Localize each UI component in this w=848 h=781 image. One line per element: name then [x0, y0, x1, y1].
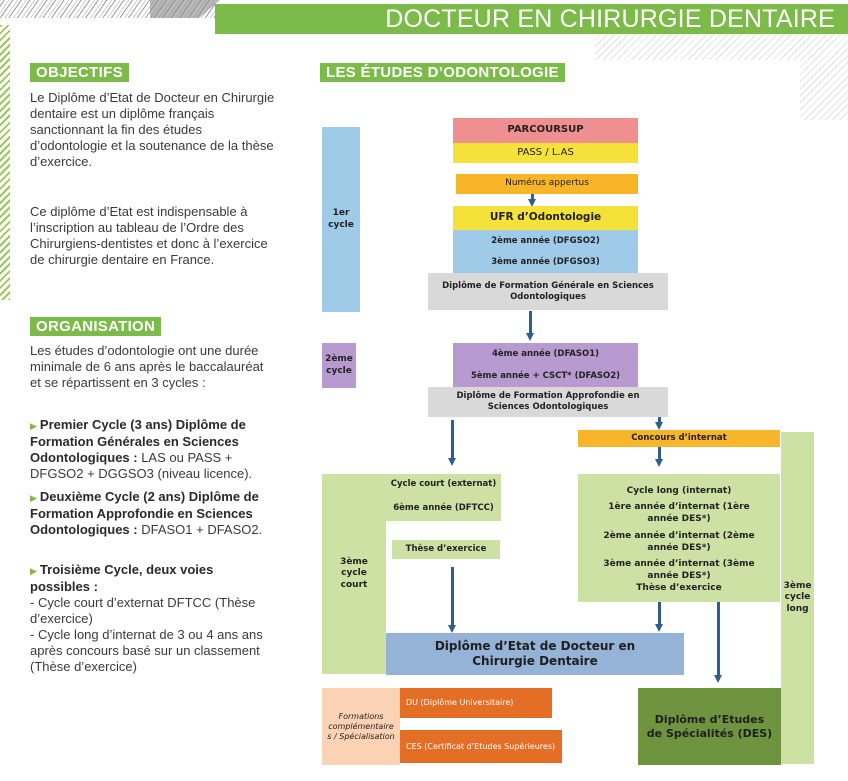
header-banner — [215, 4, 848, 34]
corner-shadow — [150, 0, 220, 18]
background-hatch-top — [595, 32, 848, 60]
final-diploma-box: Diplôme d’Etat de Docteur en Chirurgie D… — [386, 633, 684, 675]
des-diploma-box: Diplôme d’Etudes de Spécialités (DES) — [638, 688, 781, 765]
cycle1-description: ▶Premier Cycle (3 ans) Diplôme de Format… — [30, 417, 275, 482]
du-box: DU (Diplôme Universitaire) — [400, 688, 552, 718]
objectifs-heading: OBJECTIFS — [30, 63, 129, 82]
organisation-heading: ORGANISATION — [30, 317, 162, 336]
ufr-box: UFR d’Odontologie — [453, 206, 638, 230]
cycle1-text: LAS ou PASS + DFGSO2 + DGGSO3 (niveau li… — [30, 450, 253, 481]
cycle3-court-line: - Cycle court d’externat DFTCC (Thèse d’… — [30, 595, 256, 626]
cycle-long-panel — [578, 474, 780, 602]
cycle3-description: ▶Troisième Cycle, deux voies possibles :… — [30, 562, 275, 675]
numerus-box: Numérus appertus — [456, 174, 638, 194]
cycle1-title: Premier Cycle (3 ans) Diplôme de Formati… — [30, 417, 246, 465]
des2-item: 2ème année d’internat (2ème année DES*) — [603, 530, 755, 553]
cycle3-court-label: 3ème cycle court — [322, 474, 386, 674]
side-stripe — [0, 25, 10, 300]
cycle2-title: Deuxième Cycle (2 ans) Diplôme de Format… — [30, 489, 259, 537]
cycle-long-title: Cycle long (internat) — [626, 485, 732, 496]
dfaso2-box: 5ème année + CSCT* (DFASO2) — [453, 365, 638, 387]
dfgso-diploma-box: Diplôme de Formation Générale en Science… — [428, 273, 668, 310]
cycle3-title: Troisième Cycle, deux voies possibles : — [30, 562, 214, 594]
these-long-item: Thèse d’exercice — [636, 582, 722, 593]
cycle2-label: 2ème cycle — [322, 343, 356, 388]
objectifs-paragraph-1: Le Diplôme d’Etat de Docteur en Chirurgi… — [30, 90, 275, 169]
bullet-triangle-icon: ▶ — [30, 493, 37, 503]
pass-las-box: PASS / L.AS — [453, 143, 638, 163]
etudes-heading: LES ÉTUDES D’ODONTOLOGIE — [320, 63, 565, 82]
page-title: DOCTEUR EN CHIRURGIE DENTAIRE — [385, 5, 835, 33]
dfgso2-box: 2ème année (DFGSO2) — [453, 230, 638, 252]
concours-box: Concours d’internat — [578, 430, 780, 447]
cycle3-long-line: - Cycle long d’internat de 3 ou 4 ans an… — [30, 627, 263, 674]
parcoursup-box: PARCOURSUP — [453, 118, 638, 143]
these-court-box: Thèse d’exercice — [392, 540, 500, 559]
dfaso1-box: 4ème année (DFASO1) — [453, 343, 638, 365]
dfgso3-box: 3ème année (DFGSO3) — [453, 252, 638, 273]
organisation-paragraph: Les études d’odontologie ont une durée m… — [30, 343, 264, 390]
dftcc-box: 6ème année (DFTCC) — [386, 495, 501, 521]
ces-box: CES (Certificat d’Etudes Supérieures) — [400, 730, 562, 763]
cycle-court-box: Cycle court (externat) — [386, 474, 501, 495]
cycle3-long-label: 3ème cycle long — [781, 432, 814, 764]
bullet-triangle-icon: ▶ — [30, 421, 37, 431]
cycle1-label: 1er cycle — [322, 127, 360, 312]
formations-box: Formations complémentaire s / Spécialisa… — [322, 688, 400, 765]
cycle-long-stack: Cycle long (internat) 1ère année d’inter… — [578, 474, 780, 602]
cycle2-description: ▶Deuxième Cycle (2 ans) Diplôme de Forma… — [30, 489, 275, 538]
bullet-triangle-icon: ▶ — [30, 566, 37, 576]
des3-item: 3ème année d’internat (3ème année DES*) — [603, 559, 755, 581]
objectifs-paragraph-2: Ce diplôme d’Etat est indispensable à l’… — [30, 204, 268, 267]
cycle2-text: DFASO1 + DFASO2. — [137, 522, 263, 537]
des1-item: 1ère année d’internat (1ère année DES*) — [608, 502, 750, 525]
dfaso-diploma-box: Diplôme de Formation Approfondie en Scie… — [428, 387, 668, 417]
background-hatch-right — [800, 60, 848, 120]
